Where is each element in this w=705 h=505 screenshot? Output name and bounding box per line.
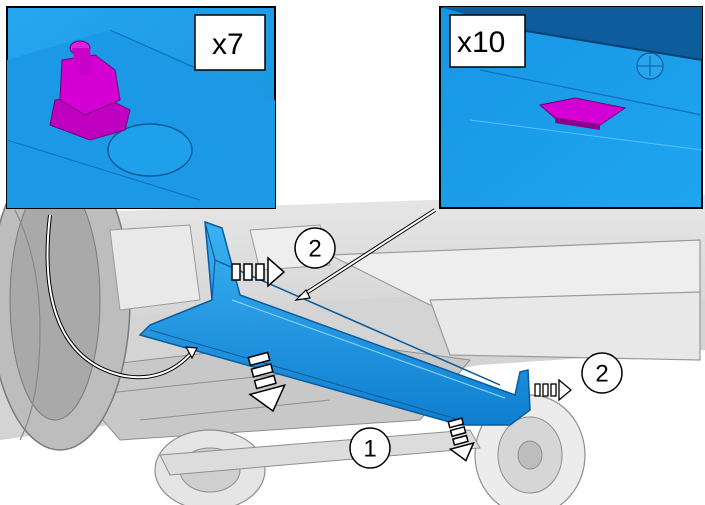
hatched-direction-arrow-icon	[534, 378, 573, 402]
step-1-number: 1	[363, 436, 376, 463]
right-multiplier-box	[449, 14, 526, 68]
left-multiplier: x7	[212, 28, 244, 61]
inset-right: x10	[439, 6, 703, 209]
leader-line-right	[294, 208, 437, 301]
push-pin-clip-icon	[49, 40, 131, 141]
step-2-lower-number: 2	[595, 361, 608, 388]
left-multiplier-box	[194, 14, 266, 71]
step-2-lower-marker: 2	[581, 352, 623, 394]
hatched-direction-arrow-icon	[447, 417, 475, 462]
hatched-direction-arrow-icon	[231, 256, 286, 288]
inset-left: x7	[6, 6, 276, 209]
step-2-upper-number: 2	[308, 236, 321, 263]
sill-trim-panel	[138, 220, 531, 426]
retaining-clip-icon	[538, 97, 627, 130]
leader-line-left	[45, 214, 198, 380]
hatched-direction-arrow-icon	[247, 351, 287, 413]
step-1-marker: 1	[349, 427, 391, 469]
right-multiplier: x10	[457, 26, 505, 59]
step-2-upper-marker: 2	[294, 227, 336, 269]
